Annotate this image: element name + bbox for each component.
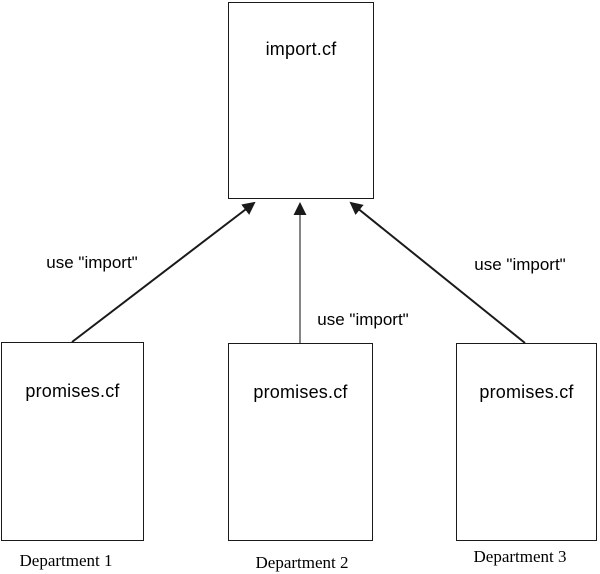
use-import-label-dept2: use "import"	[317, 310, 409, 329]
department-3-label: Department 3	[473, 547, 567, 566]
promises-cf-box-dept1: promises.cf	[1, 342, 144, 541]
use-import-label-dept1: use "import"	[46, 253, 138, 272]
department-2-label: Department 2	[255, 553, 349, 572]
department-1-label: Department 1	[19, 551, 113, 570]
import-cf-box: import.cf	[228, 2, 374, 199]
promises-cf-label-dept2: promises.cf	[253, 382, 348, 402]
import-cf-label: import.cf	[265, 39, 337, 59]
promises-cf-label-dept3: promises.cf	[479, 382, 574, 402]
promises-cf-box-dept3: promises.cf	[456, 343, 597, 541]
promises-cf-label-dept1: promises.cf	[25, 381, 120, 401]
promises-cf-box-dept2: promises.cf	[228, 343, 373, 541]
use-import-label-dept3: use "import"	[474, 255, 566, 274]
